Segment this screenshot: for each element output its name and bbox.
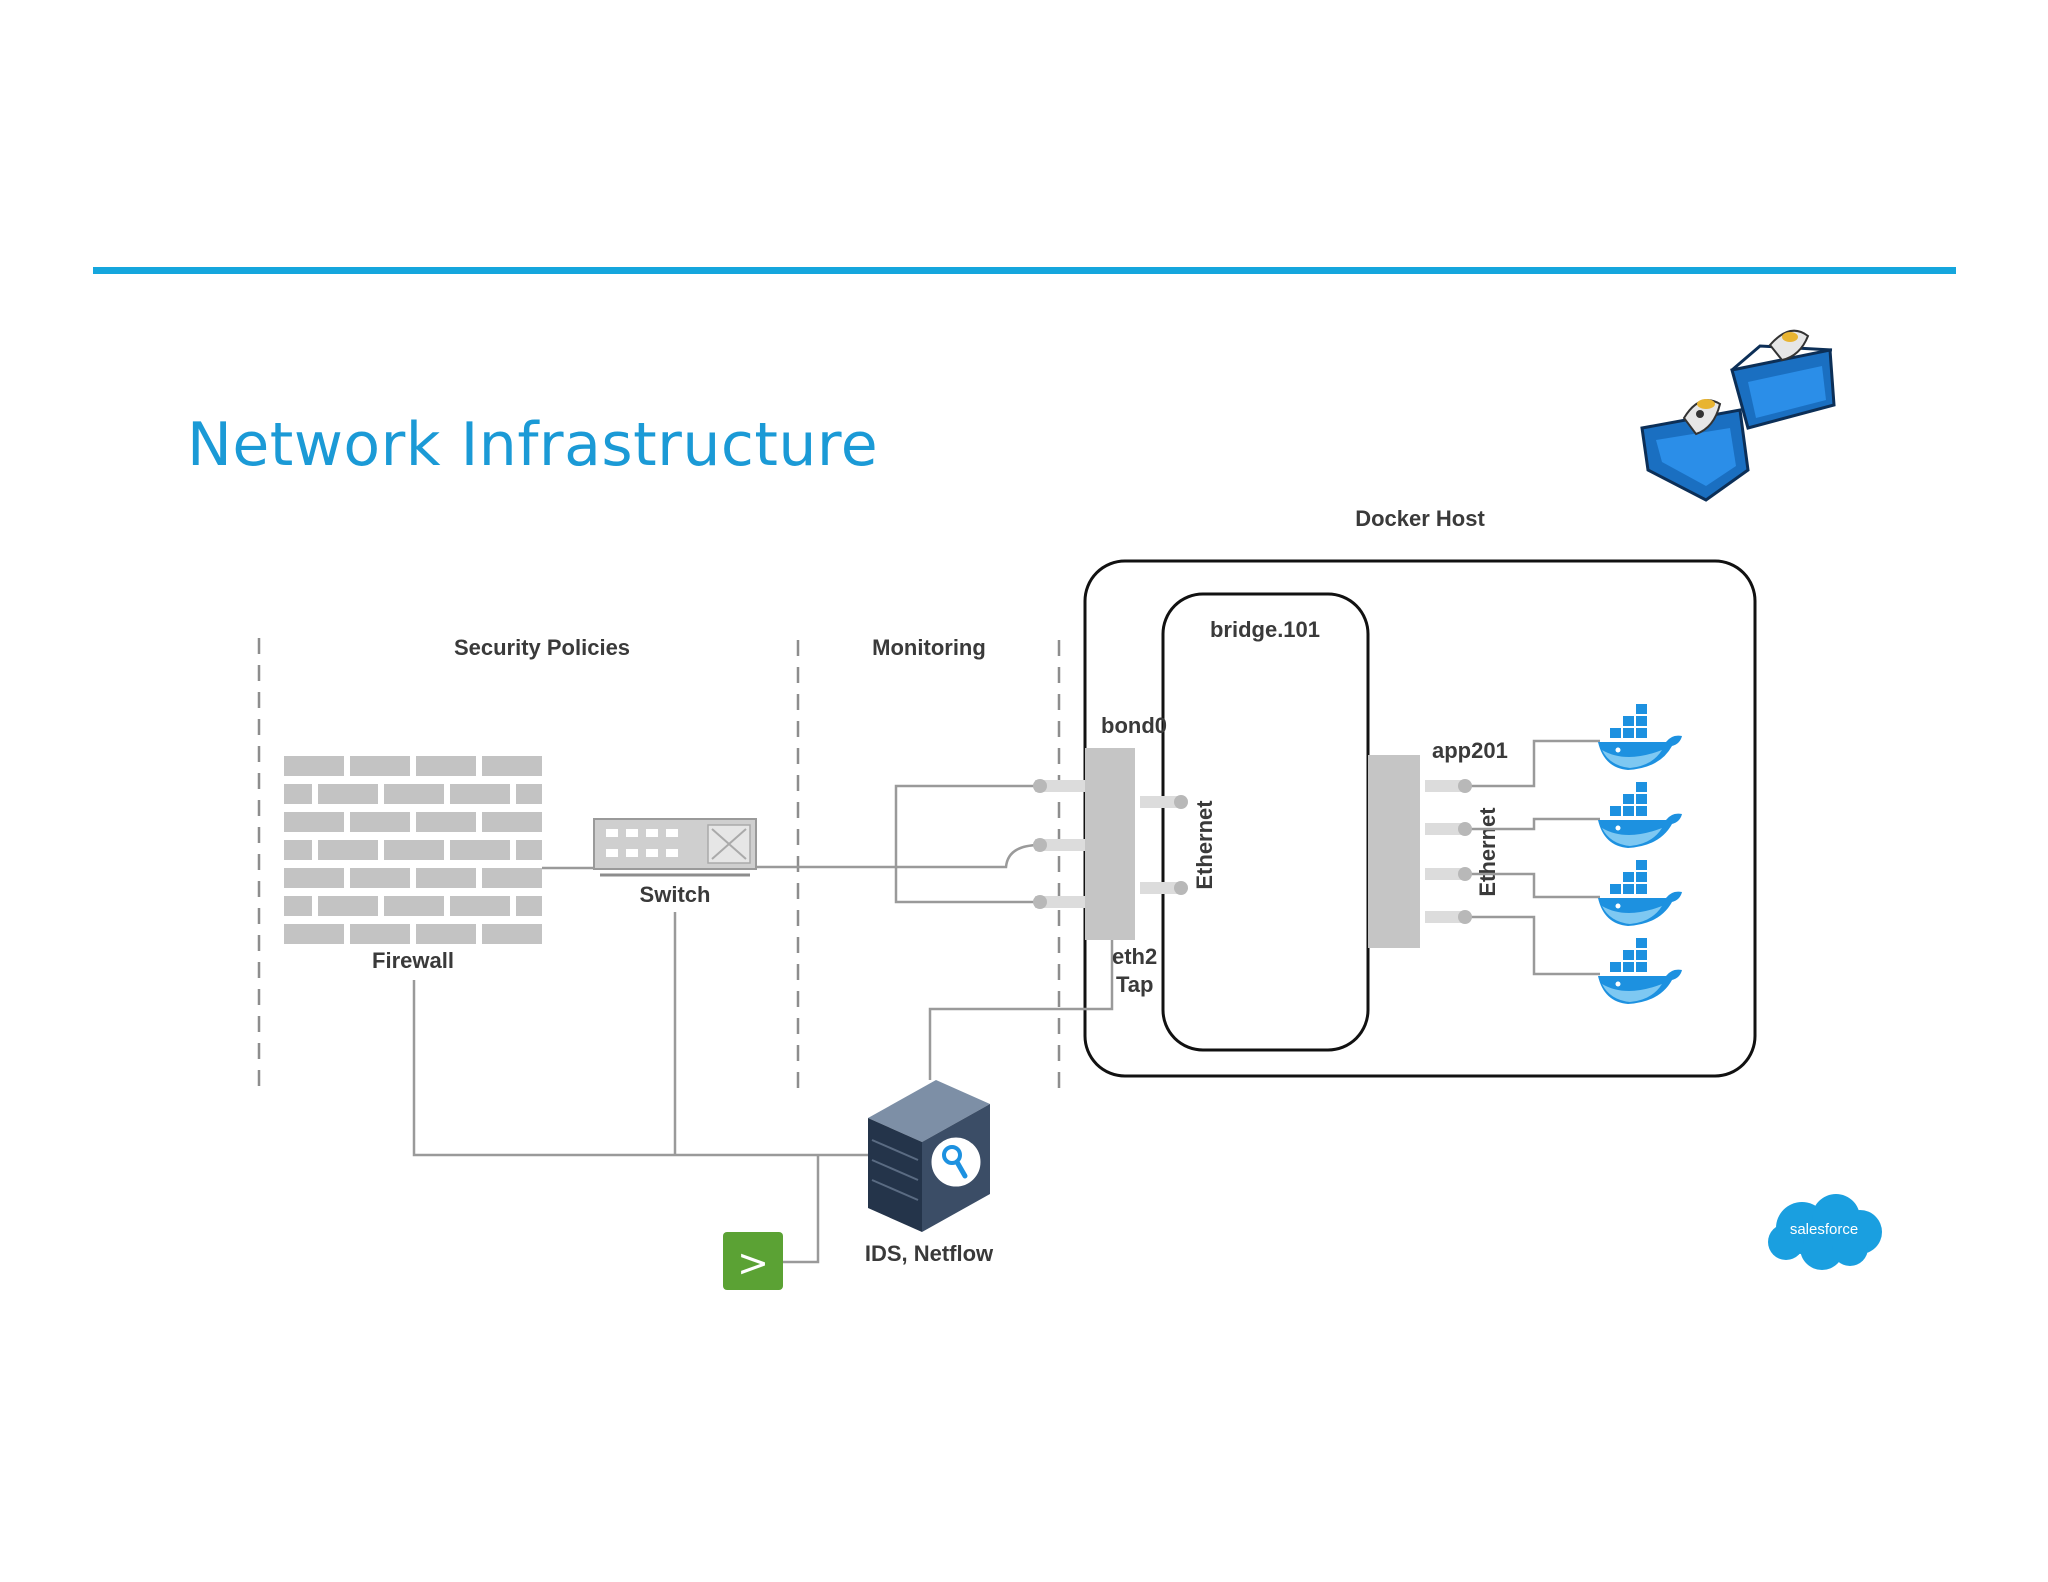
tap-label-tap: Tap [1116,972,1153,997]
bond0-ports [1033,779,1188,909]
docker-containers-mascot-icon [1640,329,1836,502]
link-switch-bond0-top [894,784,1085,867]
switch-label: Switch [640,882,711,907]
link-tap-ids [928,940,1114,1080]
docker-host-label: Docker Host [1355,506,1485,531]
docker-whale-icon [1598,860,1682,926]
bridge-label: bridge.101 [1210,617,1320,642]
terminal-glyph: > [737,1241,769,1285]
zone-label-security: Security Policies [454,635,630,660]
docker-whale-icon [1598,938,1682,1004]
bond0-label: bond0 [1101,713,1167,738]
ids-label: IDS, Netflow [865,1241,994,1266]
brick-wall-icon [284,756,542,944]
link-console-ids [783,1155,820,1264]
docker-whale-icon [1598,704,1682,770]
link-switch-bond0-bottom [894,867,1085,904]
container-links [1465,739,1600,976]
firewall-label: Firewall [372,948,454,973]
network-switch-icon [593,818,757,877]
ethernet-label-right: Ethernet [1475,807,1500,897]
app201-ports [1425,780,1465,923]
zone-label-monitoring: Monitoring [872,635,986,660]
salesforce-logo-text: salesforce [1790,1221,1858,1238]
bond0-block [1085,748,1135,940]
tap-label-eth2: eth2 [1112,944,1157,969]
terminal-icon[interactable]: > [723,1232,783,1290]
app201-label: app201 [1432,738,1508,763]
title-rule [93,267,1956,274]
link-firewall-ids [412,980,870,1157]
app201-block [1368,755,1420,948]
docker-whale-icon [1598,782,1682,848]
salesforce-logo: salesforce [1768,1194,1882,1270]
page-title: Network Infrastructure [187,410,879,480]
server-magnifier-icon [868,1080,990,1232]
ethernet-label-left: Ethernet [1192,800,1217,890]
